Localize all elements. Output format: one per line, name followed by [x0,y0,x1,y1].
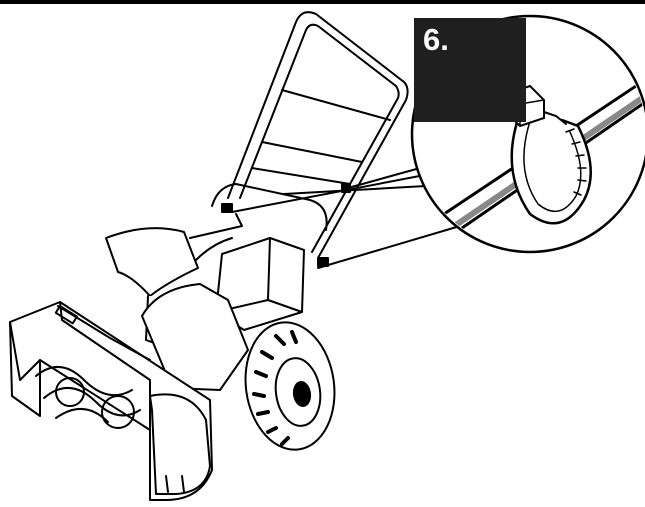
leader-line-1 [231,173,431,213]
leader-line-4 [317,225,461,269]
tire [244,321,336,451]
top-rule [0,0,645,4]
control-bail [211,183,328,231]
step-number: 6. [423,22,449,57]
leader-line-3 [347,167,421,189]
discharge-chute [105,227,199,297]
handle-frame [227,11,409,259]
step-badge [414,18,526,122]
leader-line-2 [283,185,427,195]
